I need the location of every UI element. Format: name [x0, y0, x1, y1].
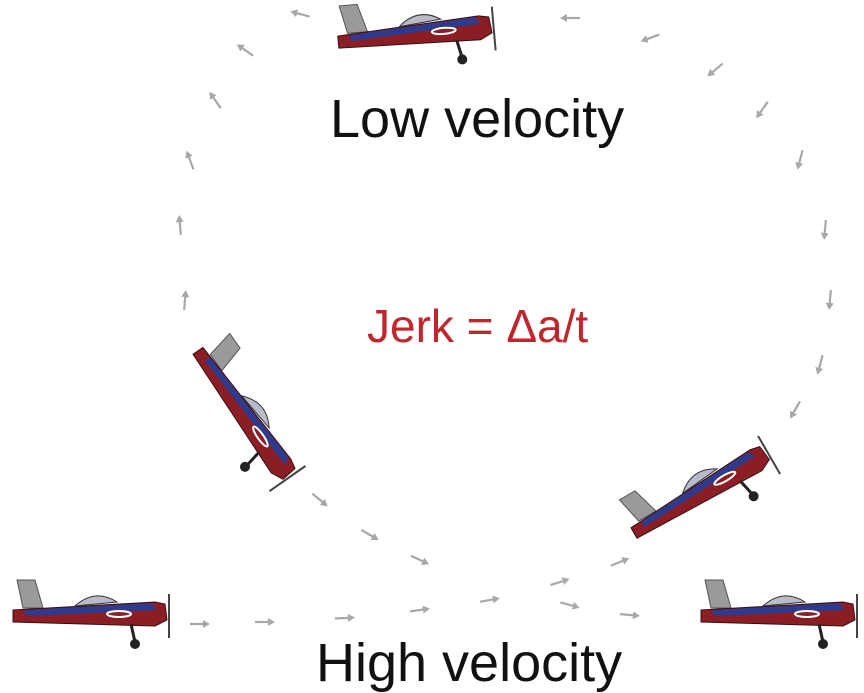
- arrow-icon: [204, 88, 226, 112]
- arrow-icon: [558, 12, 582, 24]
- arrow-icon: [824, 288, 836, 312]
- high-velocity-label: High velocity: [316, 633, 623, 693]
- arrow-icon: [288, 6, 312, 22]
- jerk-formula-label: Jerk = Δa/t: [367, 300, 589, 352]
- arrow-icon: [618, 609, 642, 621]
- arrow-icon: [181, 148, 199, 172]
- airplane-icon: [699, 578, 859, 651]
- airplane-icon: [11, 578, 171, 651]
- arrow-icon: [179, 288, 191, 312]
- arrow-icon: [233, 39, 257, 61]
- arrow-icon: [548, 574, 572, 590]
- airplane-icon: [169, 328, 319, 500]
- arrow-icon: [558, 597, 582, 613]
- arrow-icon: [478, 593, 502, 607]
- arrow-icon: [703, 59, 727, 81]
- arrow-icon: [174, 213, 186, 237]
- arrow-icon: [333, 612, 357, 624]
- arrow-icon: [408, 603, 432, 617]
- low-velocity-label: Low velocity: [330, 89, 625, 149]
- arrow-icon: [253, 616, 277, 628]
- arrow-icon: [638, 29, 662, 47]
- arrow-icon: [308, 489, 332, 511]
- arrow-icon: [408, 551, 432, 569]
- arrow-icon: [785, 398, 805, 422]
- arrow-icon: [358, 525, 382, 545]
- airplane-icon: [333, 0, 499, 77]
- arrow-icon: [812, 353, 828, 377]
- arrow-icon: [188, 618, 212, 630]
- arrow-icon: [608, 553, 632, 571]
- arrow-icon: [751, 98, 773, 122]
- arrow-icon: [792, 148, 808, 172]
- arrow-icon: [819, 218, 831, 242]
- airplane-icon: [614, 422, 788, 564]
